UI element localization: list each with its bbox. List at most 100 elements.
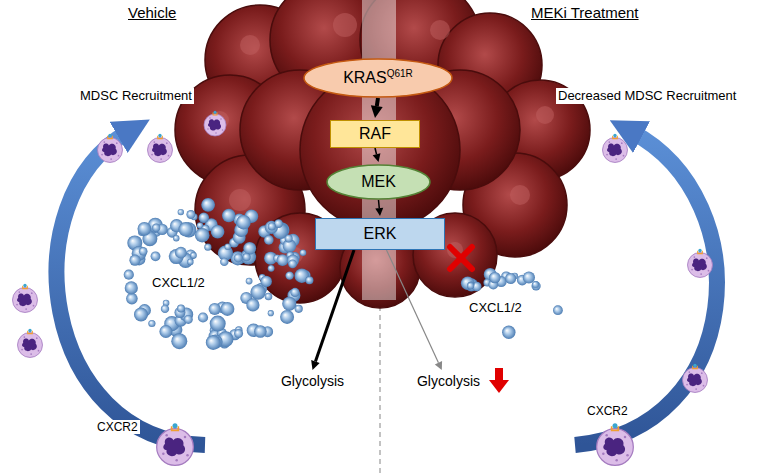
chemokine-ball [268,265,275,272]
mdsc-cell [597,423,634,465]
chemokine-ball [502,326,515,339]
chemokine-ball [243,253,251,261]
chemokine-ball [282,297,296,311]
chemokine-ball [201,198,215,212]
pathway-arrow [387,250,443,370]
chemokine-ball [139,247,148,256]
chemokine-ball [523,271,535,283]
arrow-line [315,250,354,361]
chemokine-ball [532,281,539,288]
chemokine-ball [138,222,152,236]
outcome-text: Glycolysis [279,372,346,390]
node-label: ERK [364,225,397,242]
chemokine-ball [204,244,211,251]
text-label: Decreased MDSC Recruitment [556,88,738,104]
chemokine-ball [199,213,209,223]
chemokine-ball [125,281,138,294]
chemokine-ball [265,293,273,301]
chemokine-ball [461,276,475,290]
chemokine-ball [553,305,563,315]
tumor-illustration [175,0,590,308]
arrow-line [387,250,439,363]
mdsc-cell [204,111,226,136]
chemokine-ball [250,284,265,299]
node-label: RAF [359,125,391,142]
kinase-box: ERK [315,218,445,250]
decrease-arrow [489,368,509,393]
chemokine-ball [285,235,293,243]
chemokine-ball [190,252,197,259]
chemokine-ball [505,273,516,284]
chemokine-ball [209,303,221,315]
chemokine-ball [186,210,195,219]
chemokine-ball [171,333,187,349]
chemokine-ball [179,222,194,237]
node-text-group: MEK [361,173,396,191]
arrow-head [375,208,383,216]
chemokine-ball [151,251,161,261]
chemokine-ball [290,288,299,297]
chemokine-ball [254,325,267,338]
chemokine-ball [489,272,500,283]
chemokine-ball [177,305,185,313]
chemokine-ball [264,235,274,245]
text-label: MEKi Treatment [529,4,641,22]
chemokine-ball [206,335,221,350]
chemokine-ball [152,224,160,232]
pathway-band [362,0,396,300]
chemokine-cluster [124,198,563,350]
chemokine-ball [134,308,148,322]
chemokine-ball [124,270,134,280]
node-label: Glycolysis [281,373,344,389]
chemokine-ball [129,255,140,266]
chemokine-ball [222,209,235,222]
pathway-arrow [311,250,354,370]
mdsc-cell [683,364,708,393]
oncogene-ellipse: KRASQ61R [303,58,453,98]
arrow-head [435,361,442,370]
chemokine-ball [467,282,474,289]
chemokine-ball [195,228,210,243]
chemokine-ball [187,259,193,265]
arrow-line [377,98,378,106]
kinase-ellipse: MEK [326,164,431,200]
mdsc-cell [13,284,38,313]
superscript-label: Q61R [387,68,413,79]
recruitment-arrow [575,132,717,445]
chemokine-ball [305,276,313,284]
arrow-head [311,360,320,370]
kinase-box: RAF [330,120,420,148]
arrow-line [375,148,377,154]
mdsc-cells [13,111,713,466]
node-text-group: ERK [364,225,397,243]
text-label: CXCL1/2 [467,300,524,316]
chemokine-ball [246,298,259,311]
chemokine-ball [184,315,193,324]
mdsc-cell [148,134,173,163]
pathway-arrow [371,98,383,118]
outcome-text: Glycolysis [415,372,482,390]
chemokine-ball [198,312,208,322]
chemokine-ball [236,215,251,230]
arrow-head [371,105,383,118]
chemokine-ball [285,271,293,279]
chemokine-ball [220,302,234,316]
chemokine-ball [178,209,184,215]
text-label: CXCR2 [585,404,630,418]
pathway-arrow [373,148,381,162]
text-label: MDSC Recruitment [78,88,194,104]
chemokine-ball [234,253,243,262]
chemokine-ball [532,281,541,290]
chemokine-ball [220,258,228,266]
node-label: KRAS [343,70,387,87]
chemokine-ball [159,325,172,338]
chemokine-ball [280,310,294,324]
chemokine-ball [288,260,297,269]
ellipse-shape [327,165,430,199]
text-label: Vehicle [126,4,178,22]
node-text-group: Glycolysis [281,373,344,389]
chemokine-ball [268,222,276,230]
chemokine-ball [211,225,225,239]
chemokine-ball [300,249,307,256]
node-label: MEK [361,173,396,190]
